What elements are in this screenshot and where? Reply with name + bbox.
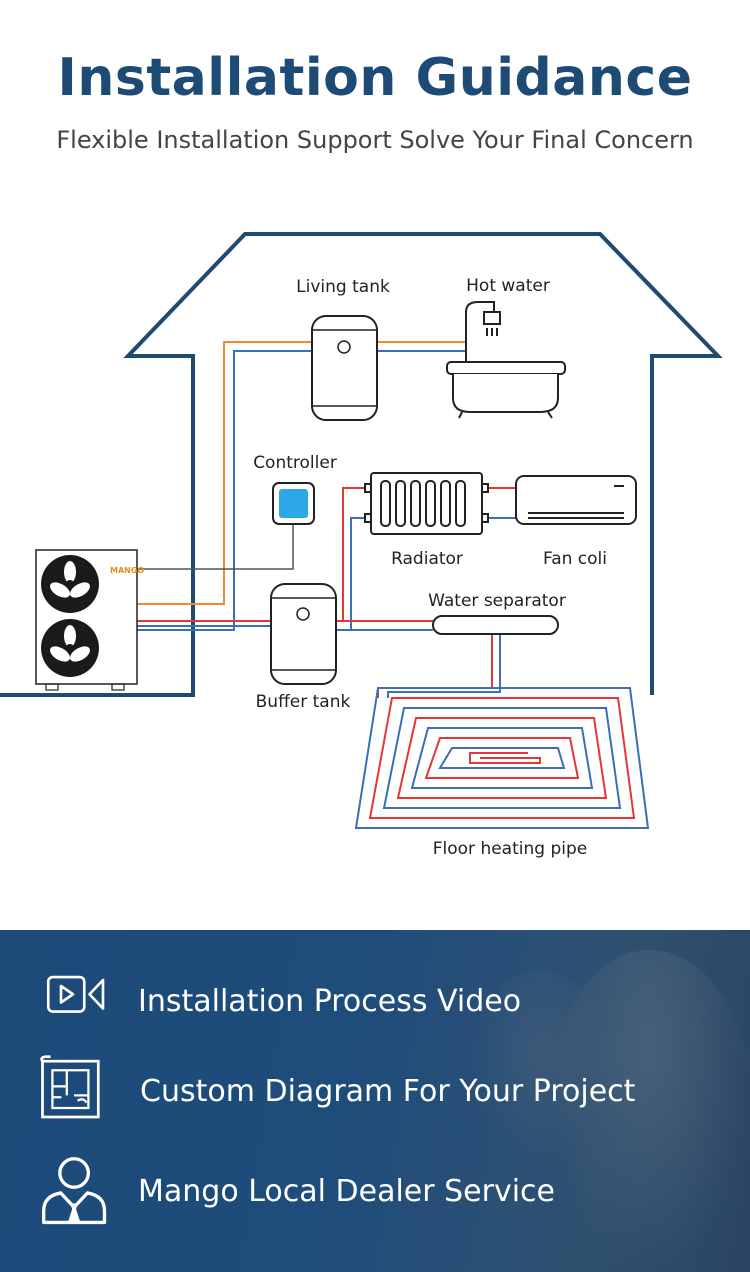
page-title: Installation Guidance xyxy=(57,48,693,108)
blueprint-icon xyxy=(40,1055,100,1119)
bathtub xyxy=(446,301,566,419)
brand-logo: MANGO xyxy=(110,566,144,575)
heat-pump-unit: MANGO xyxy=(35,549,144,691)
background-photo-overlay-2 xyxy=(470,970,610,1170)
feature-label: Mango Local Dealer Service xyxy=(138,1174,555,1209)
dhw-supply-pipe xyxy=(137,341,312,605)
page-subtitle: Flexible Installation Support Solve Your… xyxy=(56,126,694,154)
dhw-return-pipe xyxy=(137,350,312,631)
living-tank xyxy=(311,315,378,421)
control-wire xyxy=(137,522,294,570)
floor-return-drop xyxy=(387,634,501,698)
controller xyxy=(272,482,315,525)
living-tank-label: Living tank xyxy=(296,277,390,297)
services-banner: Installation Process Video Custom Diagra… xyxy=(0,930,750,1272)
house-outline xyxy=(0,232,723,697)
feature-local-dealer[interactable]: Mango Local Dealer Service xyxy=(0,1152,750,1232)
floor-heating-pipe xyxy=(354,687,650,829)
feature-installation-video[interactable]: Installation Process Video xyxy=(0,962,750,1042)
water-separator xyxy=(432,615,559,635)
controller-label: Controller xyxy=(253,453,337,473)
fan-coil xyxy=(515,475,637,525)
radiator-return-pipe xyxy=(336,517,371,631)
radiator xyxy=(364,472,489,535)
buffer-tank-label: Buffer tank xyxy=(256,692,351,712)
water-separator-label: Water separator xyxy=(428,591,566,611)
radiator-label: Radiator xyxy=(391,549,463,569)
video-camera-icon xyxy=(46,975,105,1013)
fan-coil-label: Fan coli xyxy=(543,549,607,569)
radiator-supply-pipe xyxy=(336,487,371,622)
dealer-person-icon xyxy=(42,1157,107,1225)
buffer-tank xyxy=(270,583,337,685)
feature-custom-diagram[interactable]: Custom Diagram For Your Project xyxy=(0,1052,750,1132)
installation-diagram: MANGO Living tank Hot water Controller R… xyxy=(0,232,723,859)
floor-heating-label: Floor heating pipe xyxy=(433,839,587,859)
feature-label: Custom Diagram For Your Project xyxy=(140,1074,636,1109)
feature-label: Installation Process Video xyxy=(138,984,522,1019)
background-photo-overlay xyxy=(545,950,750,1272)
hot-water-label: Hot water xyxy=(466,276,550,296)
